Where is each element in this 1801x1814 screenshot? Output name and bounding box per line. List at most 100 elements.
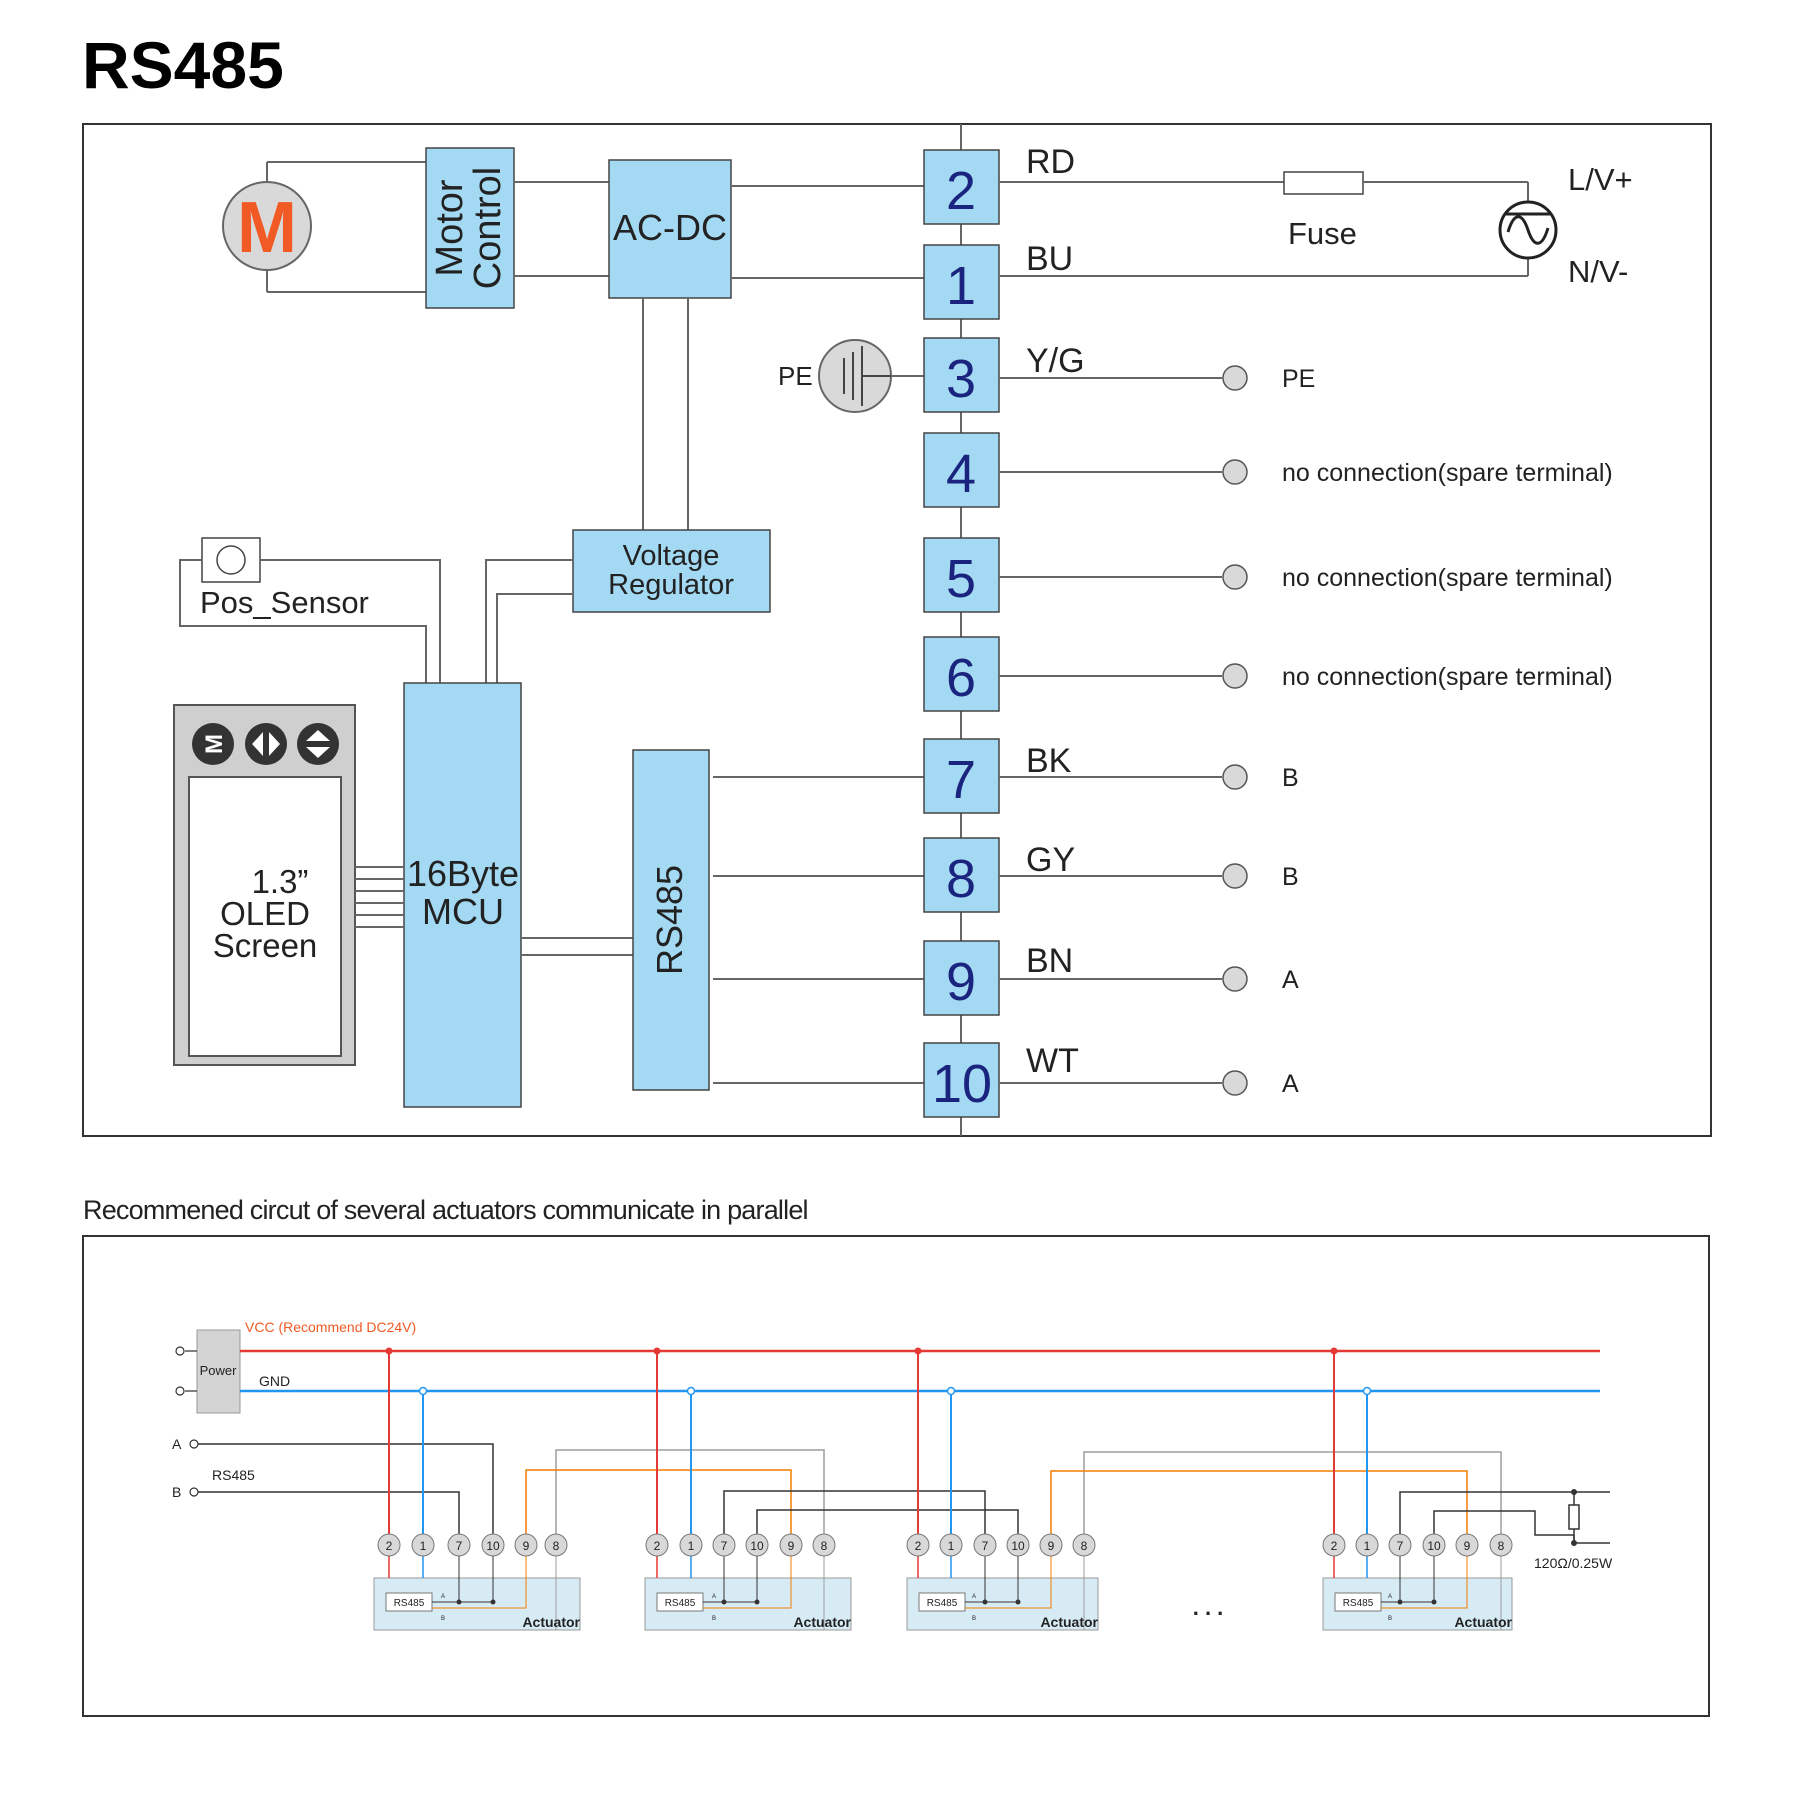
- terminal-label: 8: [821, 1539, 828, 1553]
- terminal-color: BN: [1026, 942, 1073, 980]
- menu-key-label: M: [201, 734, 228, 754]
- terminal-endpoint: [1222, 365, 1248, 391]
- resistor-label: 120Ω/0.25W: [1534, 1555, 1613, 1571]
- oled-label-1: 1.3”: [252, 863, 309, 900]
- vcc-label: VCC (Recommend DC24V): [245, 1319, 416, 1335]
- rs485-module-label: RS485: [394, 1598, 425, 1609]
- oled-label-3: Screen: [213, 927, 318, 964]
- pin-a-label: A: [1388, 1594, 1392, 1600]
- fuse: [1283, 171, 1364, 195]
- pin-b-label: B: [441, 1616, 445, 1622]
- terminal-label: 10: [750, 1539, 764, 1553]
- pin-a-label: A: [712, 1594, 716, 1600]
- pos-sensor-label: Pos_Sensor: [200, 585, 369, 620]
- terminal-desc: B: [1282, 863, 1299, 891]
- terminal-label: 1: [420, 1539, 427, 1553]
- mcu-block: [403, 682, 522, 1108]
- rs485-bus-label: RS485: [212, 1467, 255, 1483]
- terminal-9: 9 BN A: [923, 940, 1299, 1016]
- power-label: Power: [200, 1363, 238, 1378]
- terminal-label: 1: [948, 1539, 955, 1553]
- left-right-key-icon[interactable]: [245, 723, 287, 765]
- pin-a-label: A: [441, 1594, 445, 1600]
- fuse-label: Fuse: [1288, 216, 1357, 251]
- power-n-label: N/V-: [1568, 254, 1628, 289]
- terminal-endpoint: [1222, 663, 1248, 689]
- internal-wiring-diagram: M Motor Control AC-DC Voltage Regulator: [82, 123, 1712, 1137]
- bus-a-label: A: [172, 1436, 182, 1452]
- terminal-10: 10 WT A: [923, 1042, 1299, 1118]
- terminal-label: 8: [553, 1539, 560, 1553]
- mcu-label-1: 16Byte: [407, 853, 519, 894]
- bottom-diagram-frame: [82, 1235, 1710, 1717]
- motor-control-label-1: Motor: [429, 179, 471, 276]
- terminal-label: 1: [688, 1539, 695, 1553]
- motor-icon: M: [222, 161, 426, 293]
- actuator-label: Actuator: [1454, 1614, 1512, 1630]
- actuator-4: RS485 A B Actuator 2 1 7 10 9 8: [1322, 1347, 1513, 1631]
- terminal-1: 1 BU: [923, 240, 1073, 320]
- terminal-label: 9: [523, 1539, 530, 1553]
- terminal-desc: A: [1282, 1070, 1299, 1098]
- terminal-number: 3: [946, 349, 976, 409]
- oled-screen: [188, 776, 342, 1057]
- terminal-number: 7: [946, 750, 976, 810]
- terminal-number: 1: [946, 256, 976, 316]
- terminal-4: 4 no connection(spare terminal): [923, 432, 1613, 508]
- actuator-label: Actuator: [793, 1614, 851, 1630]
- actuator-2: RS485 A B Actuator 2 1 7 10 9 8: [644, 1347, 852, 1631]
- terminal-color: WT: [1026, 1042, 1079, 1080]
- terminal-desc: no connection(spare terminal): [1282, 459, 1613, 487]
- terminal-label: 2: [1331, 1539, 1338, 1553]
- voltage-regulator-label-2: Regulator: [608, 569, 734, 601]
- top-diagram-frame: [82, 123, 1712, 1137]
- up-down-key-icon[interactable]: [297, 723, 339, 765]
- ac-dc-block: [608, 159, 732, 299]
- terminal-label: 7: [1397, 1539, 1404, 1553]
- terminal-label: 2: [386, 1539, 393, 1553]
- bus-b-terminal: [189, 1487, 199, 1497]
- rs485-module-label: RS485: [665, 1598, 696, 1609]
- terminal-label: 9: [788, 1539, 795, 1553]
- page-title: RS485: [82, 28, 284, 102]
- pe-left-label: PE: [778, 361, 813, 391]
- terminal-endpoint: [1222, 863, 1248, 889]
- actuator-1: RS485 A B Actuator 2 1 7 10 9 8: [373, 1347, 581, 1631]
- terminal-number: 10: [932, 1054, 992, 1114]
- pos-sensor: Pos_Sensor: [179, 537, 441, 683]
- terminal-5: 5 no connection(spare terminal): [923, 537, 1613, 613]
- terminal-label: 9: [1464, 1539, 1471, 1553]
- motor-control-block: [425, 147, 515, 309]
- terminal-label: 2: [915, 1539, 922, 1553]
- pin-b-label: B: [1388, 1616, 1392, 1622]
- gnd-label: GND: [259, 1373, 290, 1389]
- pos-sensor-icon: [216, 545, 246, 575]
- motor-control-label-2: Control: [467, 167, 509, 290]
- terminal-label: 10: [486, 1539, 500, 1553]
- terminal-desc: no connection(spare terminal): [1282, 663, 1613, 691]
- bottom-section-title: Recommened circut of several actuators c…: [83, 1195, 808, 1225]
- bus-b-label: B: [172, 1484, 181, 1500]
- parallel-circuit-diagram: Power VCC (Recommend DC24V) GND A B RS48…: [82, 1235, 1710, 1717]
- terminal-label: 7: [721, 1539, 728, 1553]
- rs485-block-label: RS485: [649, 865, 690, 975]
- terminal-label: 9: [1048, 1539, 1055, 1553]
- terminal-endpoint: [1222, 966, 1248, 992]
- oled-bus: [355, 866, 404, 928]
- terminal-label: 1: [1364, 1539, 1371, 1553]
- terminal-endpoint: [1222, 459, 1248, 485]
- oled-display: M 1.3” OLED Screen: [173, 704, 356, 1066]
- terminal-color: BU: [1026, 240, 1073, 278]
- terminal-8: 8 GY B: [923, 837, 1299, 913]
- menu-key-icon[interactable]: [192, 723, 234, 765]
- terminal-label: 2: [654, 1539, 661, 1553]
- terminal-endpoint: [1222, 1070, 1248, 1096]
- terminal-label: 10: [1011, 1539, 1025, 1553]
- terminal-color: Y/G: [1026, 342, 1085, 380]
- mcu-label-2: MCU: [422, 891, 504, 932]
- terminal-desc: PE: [1282, 365, 1315, 393]
- power-minus-terminal: [175, 1386, 185, 1396]
- voltage-regulator-label-1: Voltage: [623, 540, 720, 572]
- termination-resistor: 120Ω/0.25W: [1534, 1489, 1613, 1571]
- rs485-module-label: RS485: [1343, 1598, 1374, 1609]
